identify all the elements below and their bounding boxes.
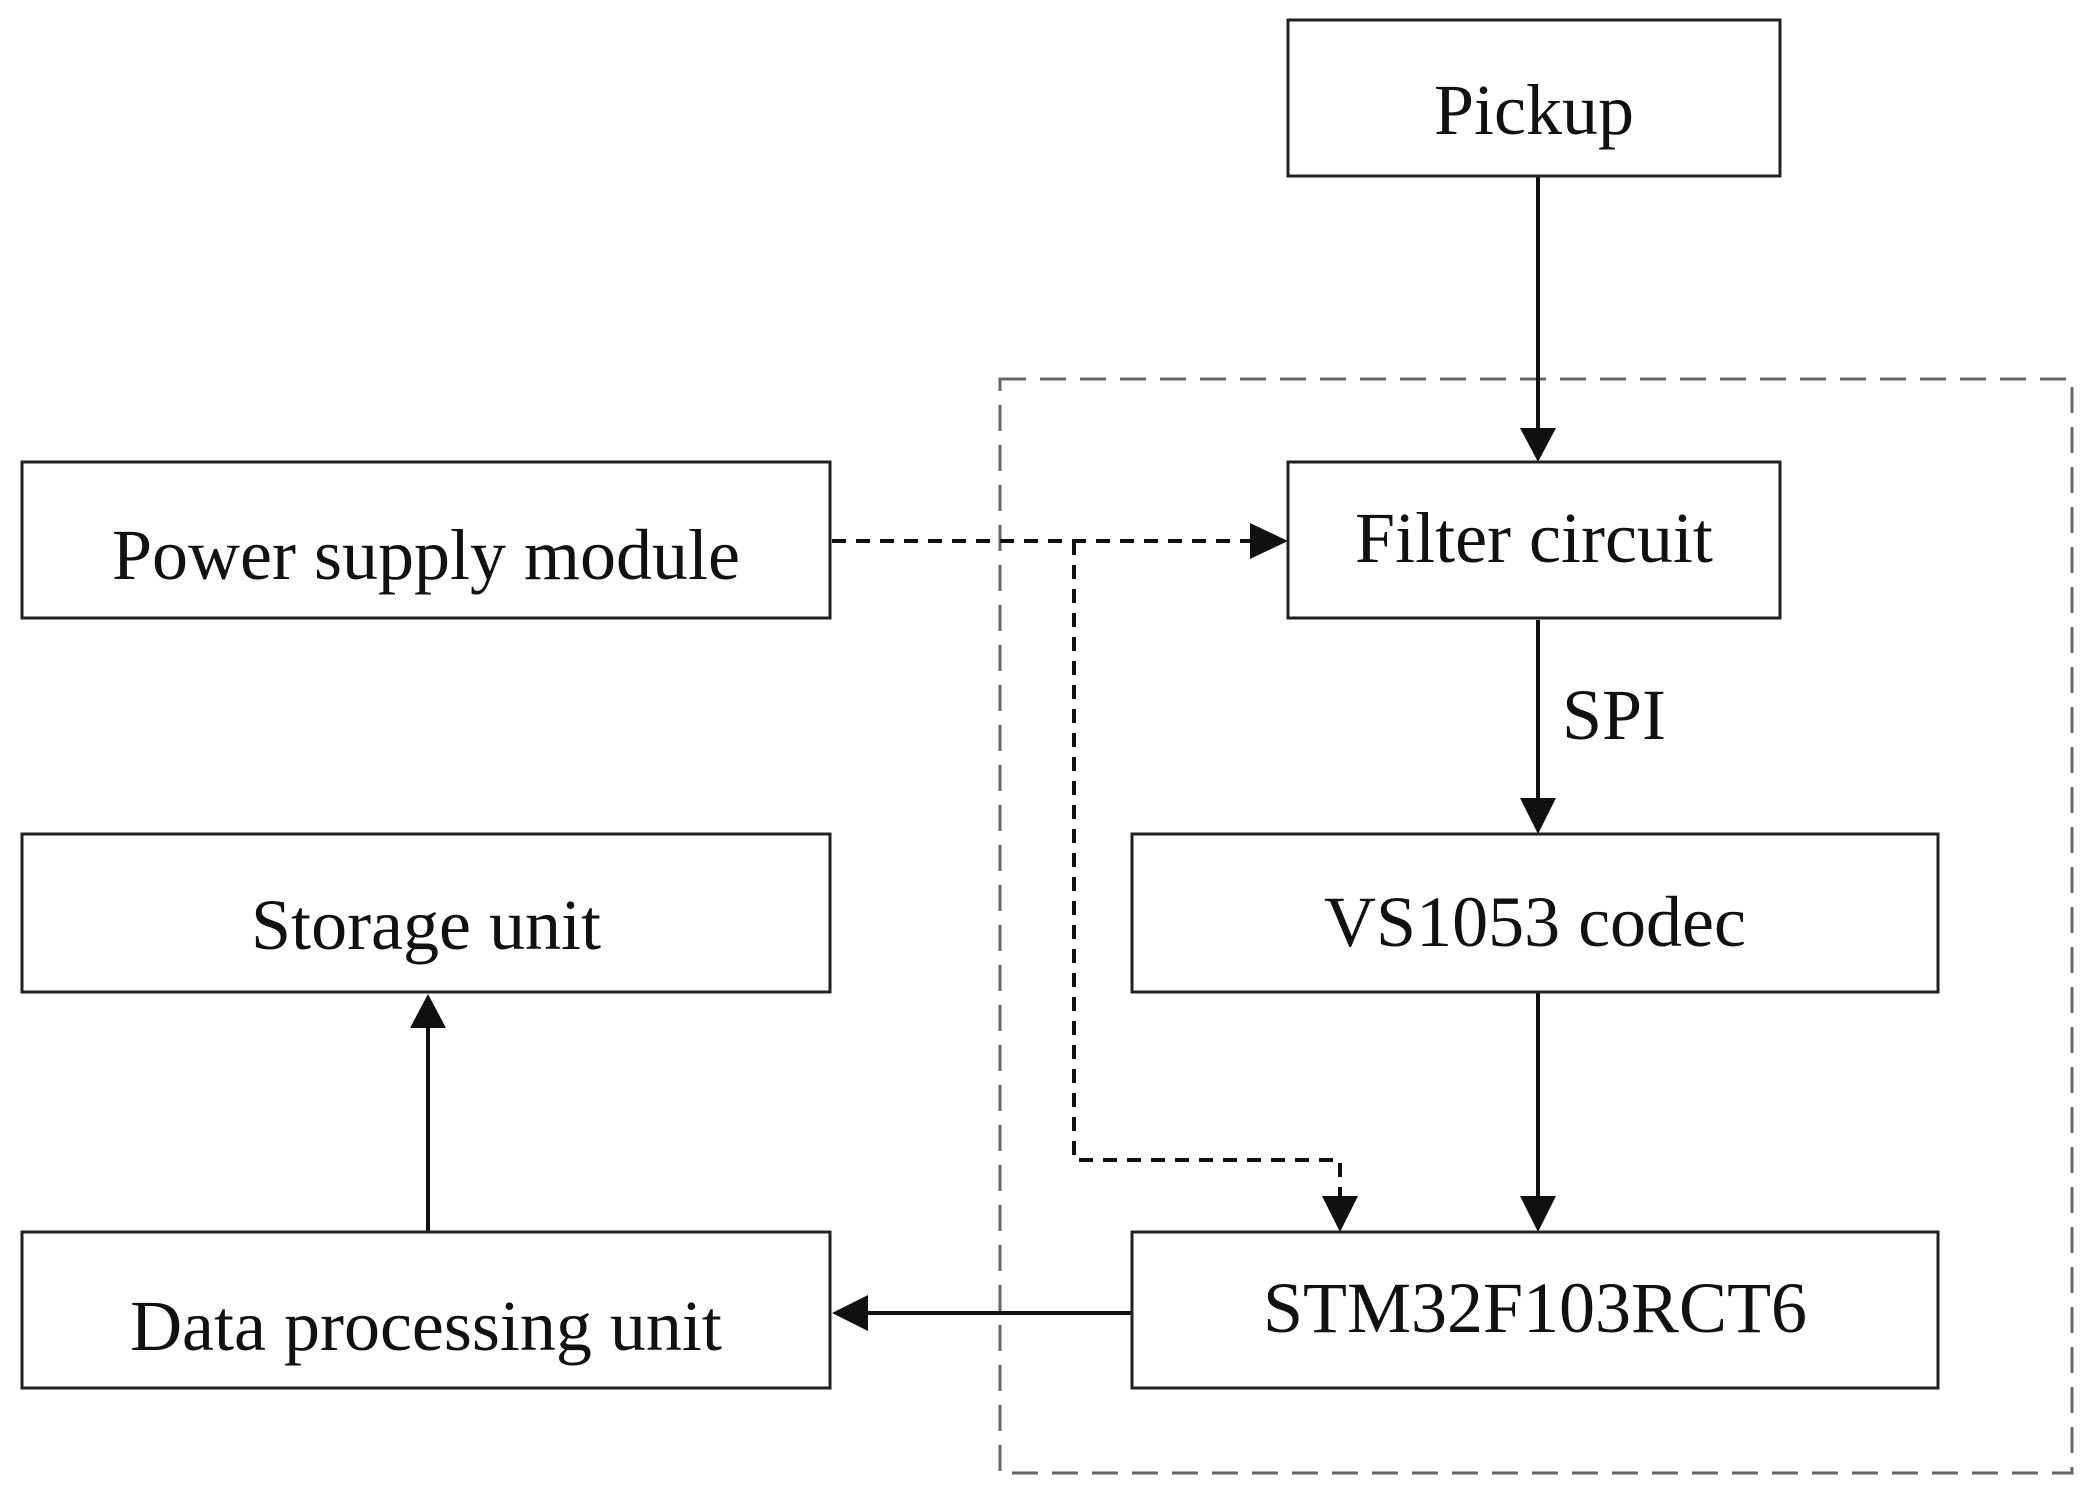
node-stm32f103rct6-label: STM32F103RCT6 bbox=[1263, 1268, 1807, 1348]
node-vs1053-codec: VS1053 codec bbox=[1130, 832, 1940, 994]
node-filter-circuit: Filter circuit bbox=[1286, 460, 1782, 620]
node-power-supply-module: Power supply module bbox=[20, 460, 832, 620]
node-filter-circuit-label: Filter circuit bbox=[1355, 498, 1713, 578]
node-data-processing-unit: Data processing unit bbox=[20, 1230, 832, 1390]
node-pickup: Pickup bbox=[1286, 18, 1782, 178]
arrowhead-storage-bottom bbox=[410, 994, 446, 1028]
node-power-supply-module-label: Power supply module bbox=[112, 515, 740, 595]
connectors bbox=[410, 176, 1556, 1331]
arrowhead-mcu-dashed bbox=[1322, 1196, 1358, 1232]
node-stm32f103rct6: STM32F103RCT6 bbox=[1130, 1230, 1940, 1390]
arrowhead-mcu-top bbox=[1520, 1196, 1556, 1232]
arrowhead-filter-left bbox=[1250, 523, 1288, 559]
node-storage-unit-label: Storage unit bbox=[251, 885, 601, 965]
arrowhead-data-processing-right bbox=[832, 1295, 868, 1331]
node-vs1053-codec-label: VS1053 codec bbox=[1324, 882, 1746, 962]
node-storage-unit: Storage unit bbox=[20, 832, 832, 994]
arrowhead-codec-top bbox=[1520, 798, 1556, 834]
node-pickup-label: Pickup bbox=[1434, 70, 1634, 150]
arrowhead-filter-top bbox=[1520, 428, 1556, 462]
node-data-processing-unit-label: Data processing unit bbox=[130, 1286, 722, 1366]
spi-label: SPI bbox=[1562, 675, 1666, 755]
power-to-mcu-dashed bbox=[1072, 541, 1342, 1200]
